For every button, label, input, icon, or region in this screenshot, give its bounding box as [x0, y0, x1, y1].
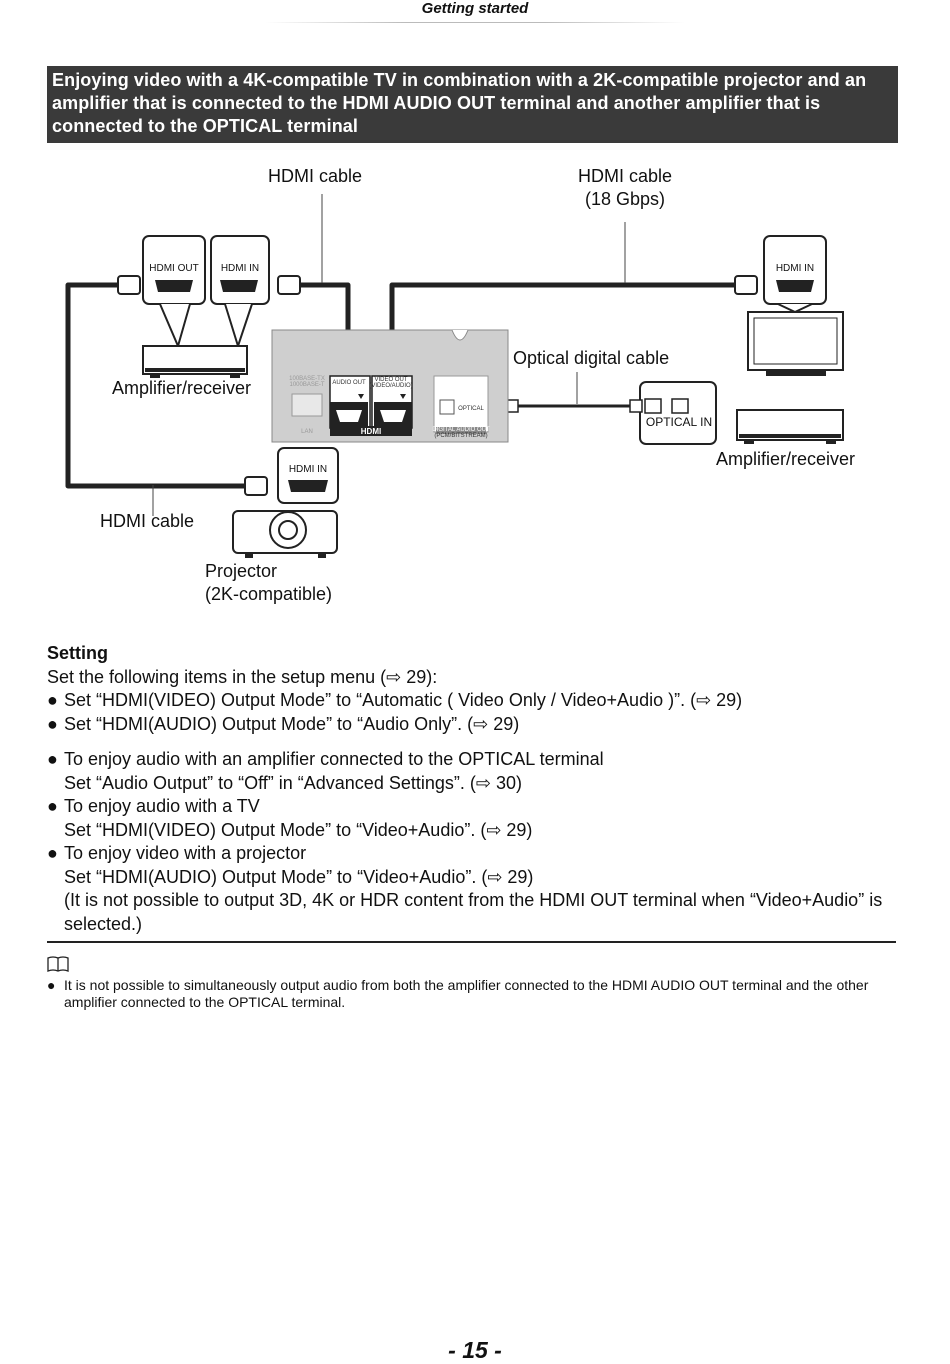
setting-title: Setting — [47, 643, 108, 663]
list-item: ●Set “HDMI(VIDEO) Output Mode” to “Autom… — [47, 690, 743, 710]
projector-icon — [232, 510, 338, 558]
list-item: ● To enjoy video with a projector Set “H… — [47, 843, 883, 934]
hdmi-cable-amp-to-projector — [65, 282, 245, 489]
svg-text:1000BASE-T: 1000BASE-T — [289, 382, 324, 388]
projector-hdmi-in-port — [277, 447, 339, 504]
setting-intro: Set the following items in the setup men… — [47, 666, 438, 687]
svg-text:HDMI IN: HDMI IN — [776, 263, 814, 274]
hdmi-cable-label-top-left: HDMI cable — [268, 166, 363, 186]
note-text: It is not possible to simultaneously out… — [64, 977, 869, 1010]
section-title: Getting started — [421, 0, 529, 17]
hdmi-cable-label-top-right: HDMI cable (18 Gbps) — [577, 166, 673, 209]
amplifier-left-label: Amplifier/receiver — [112, 378, 252, 398]
svg-text:(VIDEO/AUDIO): (VIDEO/AUDIO) — [369, 383, 412, 389]
header-divider — [265, 22, 685, 23]
page-number: - 15 - — [448, 1337, 502, 1363]
setting-section: Setting Set the following items in the s… — [47, 642, 907, 936]
list-item: ● To enjoy audio with an amplifier conne… — [47, 749, 604, 793]
amplifier-right-icon — [736, 409, 844, 444]
optical-cable-label: Optical digital cable — [513, 348, 670, 368]
hdmi-cable-label-left: HDMI cable — [100, 511, 195, 531]
page-header: Getting started — [0, 0, 950, 18]
projector-label: Projector (2K-compatible) — [205, 561, 333, 604]
svg-text:HDMI: HDMI — [361, 427, 381, 436]
svg-text:OPTICAL: OPTICAL — [458, 406, 484, 412]
player-back-panel — [271, 329, 509, 443]
amplifier-left-icon — [142, 345, 248, 378]
svg-text:OPTICAL IN: OPTICAL IN — [646, 415, 712, 429]
book-icon — [47, 956, 69, 972]
hdmi-cable-player-to-tv — [389, 282, 735, 345]
list-item: ●Set “HDMI(AUDIO) Output Mode” to “Audio… — [47, 713, 520, 734]
port-hdmi-out-label: HDMI OUT — [149, 263, 198, 274]
svg-text:LAN: LAN — [301, 429, 313, 435]
svg-text:HDMI IN: HDMI IN — [289, 464, 327, 475]
svg-text:HDMI IN: HDMI IN — [221, 263, 259, 274]
section-banner: Enjoying video with a 4K-compatible TV i… — [47, 66, 898, 143]
svg-text:VIDEO OUT: VIDEO OUT — [374, 377, 407, 383]
svg-text:AUDIO OUT: AUDIO OUT — [332, 380, 366, 386]
hdmi-cable-amp-to-player — [300, 282, 351, 345]
svg-text:(PCM/BITSTREAM): (PCM/BITSTREAM) — [434, 433, 487, 439]
amplifier-right-label: Amplifier/receiver — [716, 449, 856, 469]
connection-diagram: HDMI OUT HDMI IN HDMI IN HDMI IN OPTICAL… — [65, 194, 844, 558]
tv-icon — [747, 311, 844, 376]
svg-text:100BASE-TX: 100BASE-TX — [289, 376, 325, 382]
note: ●It is not possible to simultaneously ou… — [47, 977, 869, 1010]
section-divider — [47, 941, 896, 943]
list-item: ● To enjoy audio with a TV Set “HDMI(VID… — [47, 796, 533, 840]
svg-text:DIGITAL AUDIO OUT: DIGITAL AUDIO OUT — [432, 427, 490, 433]
